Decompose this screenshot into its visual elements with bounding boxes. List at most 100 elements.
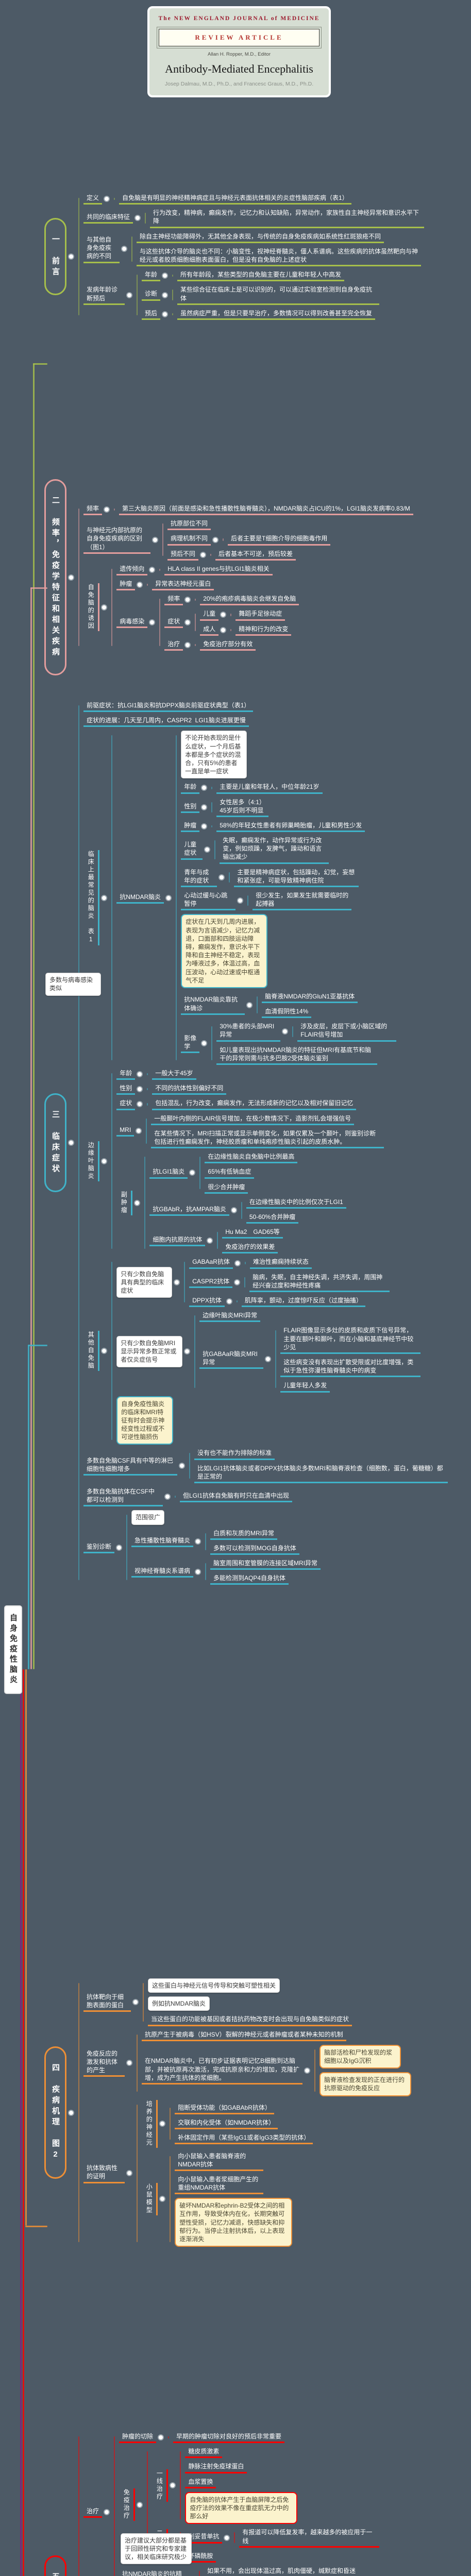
map-node[interactable]: 向小鼠输入患者浆细胞产生的重组NMDAR抗体 <box>175 2175 264 2195</box>
map-node[interactable]: 行为改变，精神病，癫痫发作，记忆力和认知缺陷，异常动作，家族性自主神经异常和意识… <box>150 208 424 228</box>
map-node[interactable]: 在边缘性脑炎中的比例仅次于LGI1 <box>246 1197 346 1209</box>
collapse-handle[interactable] <box>220 626 227 633</box>
collapse-handle[interactable] <box>234 1260 241 1266</box>
map-node[interactable]: 脑室周围和室管膜的连接区域MRI异常 <box>210 1558 321 1570</box>
map-node[interactable]: 难治性癫痫持续状态 <box>249 1257 312 1269</box>
collapse-handle[interactable] <box>195 1568 201 1575</box>
map-node[interactable]: Hu Ma2 GAD65等 <box>222 1227 283 1239</box>
map-node[interactable]: 定义 <box>83 193 103 205</box>
map-node[interactable]: 异常表达神经元蛋白 <box>152 579 214 591</box>
map-note[interactable]: 脑脊液检查发现的正在进行的抗原驱动的免疫反应 <box>319 2072 411 2096</box>
collapse-handle[interactable] <box>137 582 143 588</box>
map-node[interactable]: 前驱症状：抗LGI1脑炎和抗DPPX脑炎前驱症状典型（表1） <box>83 701 254 713</box>
map-node[interactable]: 鉴别诊断 <box>83 1542 115 1553</box>
collapse-handle[interactable] <box>200 551 207 558</box>
map-node[interactable]: 65%有低钠血症 <box>205 1167 255 1179</box>
collapse-handle[interactable] <box>184 597 191 603</box>
collapse-handle[interactable] <box>184 641 191 648</box>
map-node[interactable]: 年龄 <box>116 1069 136 1080</box>
map-callout[interactable]: 这些蛋白与神经元信号传导和突触可塑性相关 <box>148 1978 280 1993</box>
map-node[interactable]: 利妥昔单抗 <box>185 2532 223 2544</box>
map-node[interactable]: 频率 <box>83 504 103 516</box>
map-node[interactable]: 精神和行为的改变 <box>236 624 292 636</box>
map-node[interactable]: 一线治疗 <box>152 2469 169 2502</box>
map-node[interactable]: 白质和灰质的MRI异常 <box>210 1529 278 1540</box>
collapse-handle[interactable] <box>204 846 211 853</box>
collapse-handle[interactable] <box>137 1086 143 1093</box>
branch-node[interactable]: 一 前言 <box>44 217 66 295</box>
map-node[interactable]: 副肿瘤 <box>116 1190 133 1215</box>
map-node[interactable]: 在边缘性脑炎自免脑中比例最高 <box>205 1152 298 1164</box>
map-node[interactable]: 阻断受体功能（如GABAbR抗体） <box>175 2103 274 2114</box>
map-node[interactable]: FLAIR图像显示多灶的皮质和皮质下信号异常，主要在额叶和颞叶，而在小脑和基底神… <box>280 1326 421 1354</box>
map-node[interactable]: 多能检测到AQP4自身抗体 <box>210 1573 289 1585</box>
map-node[interactable]: 遗传倾向 <box>116 564 148 575</box>
map-note[interactable]: 脑部活检和尸检发现的浆细胞以及IgG沉积 <box>319 2044 401 2069</box>
map-node[interactable]: 涉及皮层，皮层下或小脑区域的FLAIR信号增加 <box>297 1022 397 1042</box>
collapse-handle[interactable] <box>159 2121 166 2127</box>
map-node[interactable]: 不同的抗体性别偏好不同 <box>152 1083 227 1095</box>
map-node[interactable]: 频率 <box>164 594 183 606</box>
map-node[interactable]: 后者基本不可逆，预后较差 <box>215 549 296 561</box>
map-node[interactable]: 临床上最常见的脑炎 表1 <box>83 850 100 946</box>
collapse-handle[interactable] <box>101 894 108 901</box>
map-node[interactable]: 静脉注射免疫球蛋白 <box>185 2462 247 2473</box>
map-node[interactable]: 女性居多（4:1） 45岁后则不明显 <box>216 798 268 817</box>
map-node[interactable]: 年龄 <box>142 270 161 282</box>
map-node[interactable]: 心动过缓与心跳暂停 <box>181 891 236 911</box>
collapse-handle[interactable] <box>237 897 244 904</box>
map-node[interactable]: 抗原产生于被病毒（如HSV）裂解的神经元或者肿瘤或者某种未知的机制 <box>142 2030 346 2041</box>
map-node[interactable]: 在NMDAR脑炎中，已有初步证据表明记忆B细胞到达脑部，并被抗原再次激活，完成抗… <box>142 2056 302 2084</box>
map-callout[interactable]: 例如抗NMDAR脑炎 <box>148 1996 210 2011</box>
collapse-handle[interactable] <box>126 292 132 298</box>
collapse-handle[interactable] <box>159 2196 166 2202</box>
map-node[interactable]: 糖皮质激素 <box>185 2447 223 2459</box>
map-node[interactable]: 症状 <box>164 617 183 629</box>
map-node[interactable]: 多数自免脑抗体在CSF中都可以检测到 <box>83 1487 163 1507</box>
map-node[interactable]: 某些综合征在临床上是可以识别的，可以通过实验室检测到自身免疫抗体 <box>177 285 380 305</box>
map-callout[interactable]: 多数与病毒感染类似 <box>45 973 101 996</box>
map-node[interactable]: 预后不同 <box>167 549 199 561</box>
map-node[interactable]: 当这些蛋白的功能被基因或者拮抗药物改变时会出现与自免脑类似的症状 <box>148 2014 352 2026</box>
map-node[interactable]: 性别 <box>116 1083 136 1095</box>
map-node[interactable]: 所有年龄段，某些类型的自免脑主要在儿童和年轻人中高发 <box>177 270 345 282</box>
map-node[interactable]: DPPX抗体 <box>189 1296 225 1308</box>
collapse-handle[interactable] <box>201 804 208 810</box>
collapse-handle[interactable] <box>162 292 169 298</box>
map-node[interactable]: 预后 <box>142 309 161 320</box>
map-node[interactable]: CASPR2抗体 <box>189 1277 233 1288</box>
map-node[interactable]: 性别 <box>181 802 200 813</box>
map-node[interactable]: HLA class II genes与抗LGI1脑炎相关 <box>164 564 273 575</box>
collapse-handle[interactable] <box>230 1207 237 1214</box>
collapse-handle[interactable] <box>137 1071 143 1078</box>
map-node[interactable]: 其他自免脑 <box>83 1331 100 1371</box>
map-node[interactable]: 肿瘤 <box>116 579 136 591</box>
collapse-handle[interactable] <box>101 1348 108 1354</box>
map-node[interactable]: 肿瘤的切除 <box>119 2432 157 2444</box>
map-node[interactable]: 抗体致病性的证明 <box>83 2163 125 2183</box>
collapse-handle[interactable] <box>136 1128 142 1134</box>
map-node[interactable]: 成人 <box>200 624 219 636</box>
map-node[interactable]: 这些病变没有表现出扩散受限或对比度增强，类似于急性弥漫性脑脊髓炎中的病变 <box>280 1358 421 1378</box>
collapse-handle[interactable] <box>68 1140 74 1146</box>
collapse-handle[interactable] <box>104 196 110 202</box>
collapse-handle[interactable] <box>149 566 156 573</box>
map-note[interactable]: 自身免疫性脑炎的临床和MRI特征有时会提示神经变性过程或不可逆性脑损伤 <box>116 1396 174 1445</box>
map-node[interactable]: 免疫反应的激发和抗体的产生 <box>83 2049 125 2077</box>
map-node[interactable]: 58%的年轻女性患者有卵巢畸胎瘤，儿童和男性少发 <box>216 821 365 833</box>
map-node[interactable]: 在某些情况下，MRI扫描正常或显示单侧变化，如果仅累及一个颞叶，则鉴别诊断包括进… <box>151 1129 384 1149</box>
map-node[interactable]: 与神经元内部抗原的自身免疫疾病的区别（图1） <box>83 526 150 554</box>
map-node[interactable]: 补体固定作用（某些IgG1或者IgG3类型的抗体） <box>175 2133 313 2145</box>
collapse-handle[interactable] <box>104 506 110 513</box>
collapse-handle[interactable] <box>189 1170 196 1176</box>
map-node[interactable]: 免疫治疗 <box>119 2488 136 2521</box>
map-node[interactable]: 如儿童表现出抗NMDAR脑炎的特征但MRI有基底节和脑干的异常则需与抗多巴胺2受… <box>216 1045 378 1065</box>
central-topic[interactable]: 自身免疫性脑炎 <box>5 1606 21 1693</box>
map-node[interactable]: 没有也不能作为排除的标准 <box>194 1448 275 1460</box>
map-node[interactable]: 向小鼠输入患者脑脊液的NMDAR抗体 <box>175 2151 264 2171</box>
map-node[interactable]: 视神经脊髓炎系谱病 <box>131 1566 194 1578</box>
map-node[interactable]: 后者主要是T细胞介导的细胞毒作用 <box>228 534 331 546</box>
map-node[interactable]: 多数可以检测到MOG自身抗体 <box>210 1544 299 1555</box>
collapse-handle[interactable] <box>101 604 108 611</box>
map-node[interactable]: 与其他自身免疫疾病的不同 <box>83 235 120 263</box>
